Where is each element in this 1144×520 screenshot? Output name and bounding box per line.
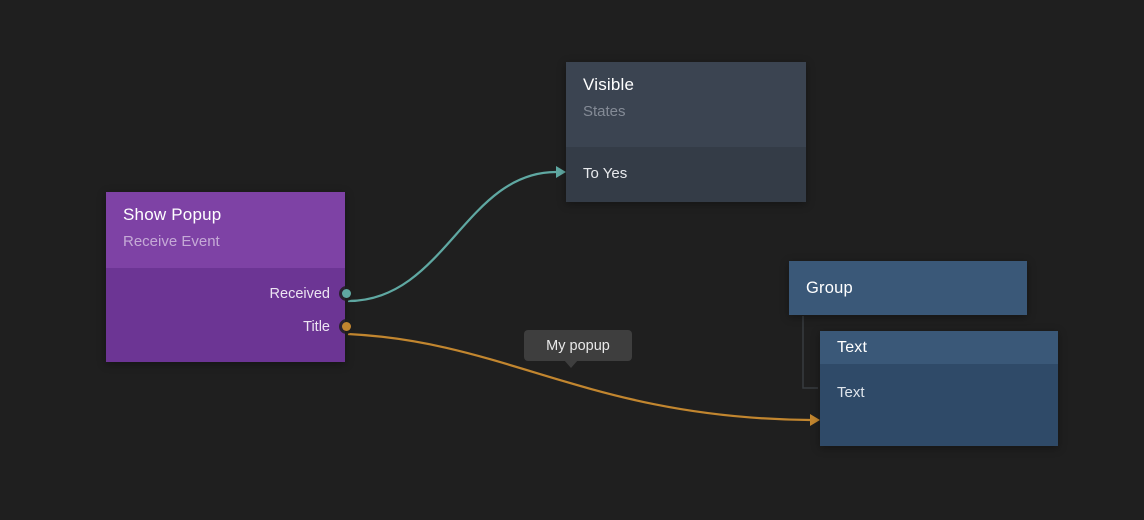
- node-visible[interactable]: Visible States To Yes: [566, 62, 806, 202]
- port-title-output[interactable]: [342, 322, 351, 331]
- port-label-to-yes: To Yes: [583, 164, 628, 182]
- node-show-popup-header: Show Popup Receive Event: [106, 192, 345, 268]
- wire-tooltip-label: My popup: [546, 337, 610, 354]
- node-group[interactable]: Group: [789, 261, 1027, 315]
- port-row-received: Received: [106, 277, 351, 310]
- wire-tooltip: My popup: [524, 330, 632, 368]
- node-title: Group: [806, 278, 853, 297]
- node-show-popup[interactable]: Show Popup Receive Event Received Title: [106, 192, 351, 362]
- node-title: Visible: [583, 75, 635, 94]
- node-subtitle: Receive Event: [123, 233, 220, 250]
- arrowhead-text: [810, 414, 820, 426]
- tooltip-pointer: [564, 360, 578, 368]
- port-row-text[interactable]: Text: [820, 364, 1058, 421]
- node-text-header: Text: [820, 331, 1058, 364]
- node-text[interactable]: Text Text: [820, 331, 1058, 446]
- node-show-popup-body: Received Title: [106, 268, 351, 343]
- port-row-title: Title: [106, 310, 351, 343]
- node-group-header: Group: [789, 261, 1027, 315]
- node-title: Show Popup: [123, 205, 222, 224]
- port-row-to-yes[interactable]: To Yes: [566, 147, 806, 199]
- connection-received-to-toyes[interactable]: [347, 170, 557, 303]
- node-visible-header: Visible States: [566, 62, 806, 147]
- port-received-output[interactable]: [342, 289, 351, 298]
- port-label-received: Received: [269, 285, 330, 302]
- node-title: Text: [837, 338, 868, 356]
- node-subtitle: States: [583, 103, 626, 120]
- group-child-connector: [802, 316, 818, 389]
- port-label-text: Text: [837, 384, 865, 401]
- port-label-title: Title: [303, 318, 330, 335]
- arrowhead-toyes: [556, 166, 566, 178]
